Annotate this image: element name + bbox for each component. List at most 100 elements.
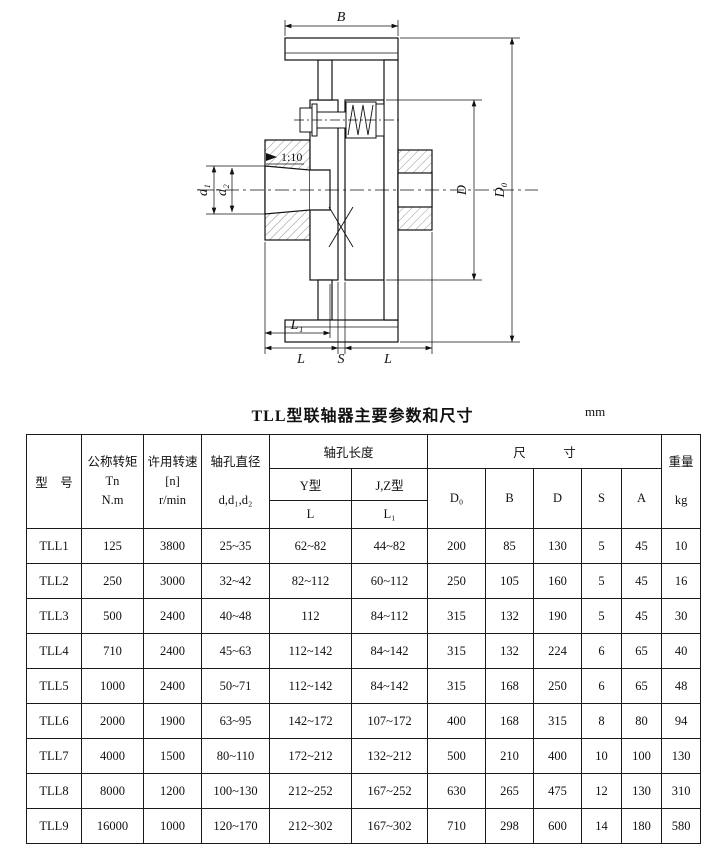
cell-S: 5 [581,563,623,599]
cell-B: 168 [485,703,535,739]
cell-bore-diameter: 32~42 [201,563,270,599]
cell-model: TLL6 [26,703,82,739]
cell-A: 130 [621,773,663,809]
cell-bore-diameter: 50~71 [201,668,270,704]
cell-S: 14 [581,808,623,844]
cell-speed: 1500 [143,738,202,774]
header-y-type: Y型 [269,468,352,501]
header-dimensions: 尺 寸 [427,434,663,469]
cell-A: 80 [621,703,663,739]
cell-speed: 1000 [143,808,202,844]
dim-label-d1: d₁ [196,184,211,196]
cell-torque: 125 [81,528,144,564]
cell-weight: 130 [661,738,702,774]
cell-D: 315 [533,703,583,739]
cell-weight: 16 [661,563,702,599]
cell-B: 265 [485,773,535,809]
cell-D: 130 [533,528,583,564]
cell-L1: 167~302 [350,808,429,844]
cell-D0: 315 [427,598,487,634]
cell-torque: 250 [81,563,144,599]
table-row: TLL7 4000 1500 80~110 172~212 132~212 50… [26,738,702,774]
table-row: TLL3 500 2400 40~48 112 84~112 315 132 1… [26,598,702,634]
cell-model: TLL3 [26,598,82,634]
cell-L1: 84~142 [350,668,429,704]
cell-A: 100 [621,738,663,774]
cell-S: 10 [581,738,623,774]
cell-weight: 30 [661,598,702,634]
cell-bore-diameter: 40~48 [201,598,270,634]
cell-A: 45 [621,598,663,634]
header-L: L [269,500,352,529]
dim-label-L-right: L [383,352,392,367]
cell-S: 5 [581,528,623,564]
table-row: TLL6 2000 1900 63~95 142~172 107~172 400… [26,703,702,739]
dim-label-d2: d₂ [215,184,230,196]
table-title-row: TLL型联轴器主要参数和尺寸 mm [0,394,725,430]
cell-D: 400 [533,738,583,774]
cell-L: 112 [269,598,352,634]
table-row: TLL9 16000 1000 120~170 212~302 167~302 … [26,808,702,844]
table-title: TLL型联轴器主要参数和尺寸 [251,408,474,425]
dim-label-B: B [337,10,346,25]
cell-B: 132 [485,633,535,669]
cell-L: 172~212 [269,738,352,774]
cell-D0: 500 [427,738,487,774]
cell-weight: 310 [661,773,702,809]
cell-L1: 167~252 [350,773,429,809]
cell-speed: 3800 [143,528,202,564]
dim-label-D: D [455,185,470,196]
cell-D: 224 [533,633,583,669]
cell-L: 112~142 [269,633,352,669]
cell-S: 8 [581,703,623,739]
cell-D: 600 [533,808,583,844]
cell-D: 250 [533,668,583,704]
cell-model: TLL2 [26,563,82,599]
cell-D: 160 [533,563,583,599]
dimension-lines [206,20,520,354]
cell-weight: 580 [661,808,702,844]
cell-L: 82~112 [269,563,352,599]
cell-torque: 4000 [81,738,144,774]
header-bore-length: 轴孔长度 [268,434,429,469]
header-D: D [533,468,583,529]
cell-bore-diameter: 45~63 [201,633,270,669]
dim-label-L-left: L [296,352,305,367]
cell-bore-diameter: 80~110 [201,738,270,774]
cell-model: TLL8 [26,773,82,809]
cell-D: 190 [533,598,583,634]
cell-weight: 10 [661,528,702,564]
cell-L: 112~142 [269,668,352,704]
header-bore-diameter: 轴孔直径 d,d₁,d₂ [201,434,270,529]
cell-bore-diameter: 63~95 [201,703,270,739]
cell-weight: 94 [661,703,702,739]
header-jz-type: J,Z型 [350,468,429,501]
table-row: TLL4 710 2400 45~63 112~142 84~142 315 1… [26,633,702,669]
cell-speed: 1200 [143,773,202,809]
cell-torque: 1000 [81,668,144,704]
cell-S: 6 [581,633,623,669]
header-weight: 重量 kg [661,434,702,529]
cell-model: TLL4 [26,633,82,669]
cell-L1: 84~112 [350,598,429,634]
cell-speed: 2400 [143,598,202,634]
cell-model: TLL7 [26,738,82,774]
cell-A: 45 [621,528,663,564]
cell-torque: 8000 [81,773,144,809]
cell-weight: 40 [661,633,702,669]
cell-D0: 710 [427,808,487,844]
cell-D0: 250 [427,563,487,599]
header-D0: D₀ [427,468,487,529]
unit-label: mm [585,404,606,419]
cell-S: 5 [581,598,623,634]
cell-B: 85 [485,528,535,564]
cell-S: 12 [581,773,623,809]
cell-L1: 84~142 [350,633,429,669]
coupling-drawing: B D₀ D d₁ d₂ 1:10 L₁ L S L [0,0,725,392]
coupling-drawing-svg: B D₀ D d₁ d₂ 1:10 L₁ L S L [196,10,538,367]
cell-B: 168 [485,668,535,704]
cell-bore-diameter: 120~170 [201,808,270,844]
table-row: TLL8 8000 1200 100~130 212~252 167~252 6… [26,773,702,809]
table-row: TLL1 125 3800 25~35 62~82 44~82 200 85 1… [26,528,702,564]
